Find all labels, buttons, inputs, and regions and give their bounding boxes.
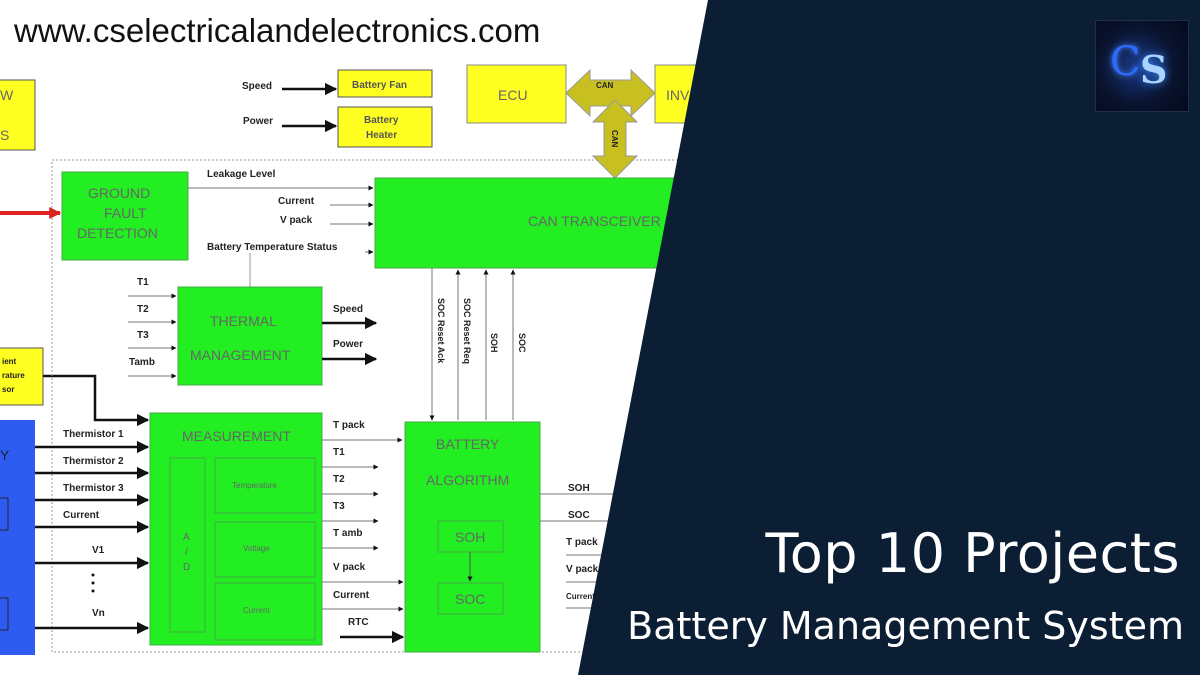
page-title: Top 10 Projects (765, 522, 1180, 585)
svg-text:T amb: T amb (333, 528, 362, 539)
svg-text:Speed: Speed (242, 81, 272, 92)
svg-text:SOC Reset Req: SOC Reset Req (462, 298, 472, 364)
svg-text:INV: INV (666, 87, 690, 103)
svg-text:Thermistor 1: Thermistor 1 (63, 429, 124, 440)
svg-text:CAN: CAN (610, 130, 619, 148)
svg-text:SOH: SOH (568, 483, 590, 494)
svg-text:T1: T1 (137, 277, 149, 288)
svg-text:V pack: V pack (566, 564, 599, 575)
svg-text:Battery Temperature Status: Battery Temperature Status (207, 242, 338, 253)
svg-text:Thermistor 2: Thermistor 2 (63, 456, 124, 467)
svg-text:SOC: SOC (455, 591, 485, 607)
svg-text:SOC: SOC (517, 333, 527, 353)
svg-text:Speed: Speed (333, 304, 363, 315)
svg-text:T2: T2 (333, 474, 345, 485)
can-transceiver-block: CAN TRANSCEIVER (374, 177, 716, 269)
ambient-temperature-sensor-box: ient rature sor (0, 347, 44, 406)
svg-text:SOH: SOH (489, 333, 499, 353)
svg-text:SOC Reset Ack: SOC Reset Ack (436, 298, 446, 364)
svg-text:MANAGEMENT: MANAGEMENT (190, 347, 291, 363)
svg-text:Power: Power (333, 339, 363, 350)
svg-text:Temperature: Temperature (232, 481, 277, 490)
svg-text:ECU: ECU (498, 87, 528, 103)
svg-text:Battery: Battery (364, 115, 399, 126)
svg-text:BATTERY: BATTERY (436, 436, 500, 452)
svg-text:V pack: V pack (333, 562, 366, 573)
svg-text:T pack: T pack (333, 420, 365, 431)
svg-text:SOH: SOH (455, 529, 485, 545)
svg-text:GROUND: GROUND (88, 185, 150, 201)
battery-heater-box: Battery Heater (337, 106, 433, 148)
svg-text:RTC: RTC (348, 617, 369, 628)
battery-algorithm-block: BATTERY ALGORITHM SOH SOC (404, 421, 541, 653)
svg-text:T1: T1 (333, 447, 345, 458)
svg-text:Heater: Heater (366, 130, 397, 141)
svg-text:T2: T2 (137, 304, 149, 315)
svg-text:T pack: T pack (566, 537, 598, 548)
svg-text:Tamb: Tamb (129, 357, 155, 368)
svg-text:S: S (0, 127, 9, 143)
ground-fault-detection-block: GROUND FAULT DETECTION (61, 171, 189, 261)
svg-text:sor: sor (2, 385, 14, 394)
ecu-box: ECU (466, 64, 567, 124)
svg-text:ALGORITHM: ALGORITHM (426, 472, 509, 488)
svg-text:V pack: V pack (280, 215, 313, 226)
svg-text:Current: Current (243, 606, 270, 615)
svg-text:Thermistor 3: Thermistor 3 (63, 483, 124, 494)
measurement-inputs: Thermistor 1 Thermistor 2 Thermistor 3 C… (35, 429, 150, 635)
svg-text:Current: Current (63, 510, 100, 521)
can-bus-arrows: CAN CAN (565, 68, 656, 179)
svg-text:Power: Power (243, 116, 273, 127)
svg-text:V1: V1 (92, 545, 105, 556)
svg-text:Vn: Vn (92, 608, 105, 619)
svg-text:D: D (183, 562, 190, 573)
svg-text:DETECTION: DETECTION (77, 225, 158, 241)
vertical-signal-lines: SOC Reset Ack SOC Reset Req SOH SOC (429, 268, 527, 421)
svg-text:MEASUREMENT: MEASUREMENT (182, 428, 291, 444)
yellow-box-top-left: W S (0, 79, 36, 151)
thermal-management-block: THERMAL MANAGEMENT (177, 286, 323, 386)
measurement-outputs: T pack T1 T2 T3 T amb V pack Current RTC (322, 420, 405, 644)
svg-text:Current: Current (333, 590, 370, 601)
svg-text:Current: Current (566, 592, 595, 601)
website-url: www.cselectricalandelectronics.com (14, 12, 541, 49)
page-subtitle: Battery Management System (627, 604, 1184, 648)
svg-text:Leakage Level: Leakage Level (207, 169, 276, 180)
ambient-line (43, 374, 150, 427)
svg-text:Voltage: Voltage (243, 544, 270, 553)
svg-text:W: W (0, 87, 14, 103)
logo-s: S (1140, 47, 1168, 92)
svg-text:THERMAL: THERMAL (210, 313, 277, 329)
battery-fan-box: Battery Fan (337, 69, 433, 98)
svg-text:Current: Current (278, 196, 315, 207)
svg-text:Y: Y (0, 447, 10, 463)
cs-logo: C S (1095, 20, 1189, 112)
battery-pack-box: Y (0, 420, 35, 655)
svg-text:/: / (185, 547, 188, 558)
svg-text:Battery Fan: Battery Fan (352, 80, 407, 91)
measurement-block: MEASUREMENT A / D Temperature Voltage Cu… (149, 412, 323, 646)
logo-c: C (1110, 39, 1141, 85)
svg-text:T3: T3 (333, 501, 345, 512)
svg-text:rature: rature (2, 371, 25, 380)
svg-text:FAULT: FAULT (104, 205, 147, 221)
svg-text:CAN TRANSCEIVER: CAN TRANSCEIVER (528, 213, 661, 229)
svg-text:A: A (183, 532, 190, 543)
svg-text:SOC: SOC (568, 510, 590, 521)
svg-text:ient: ient (2, 357, 17, 366)
svg-text:CAN: CAN (596, 81, 614, 90)
svg-text:T3: T3 (137, 330, 149, 341)
